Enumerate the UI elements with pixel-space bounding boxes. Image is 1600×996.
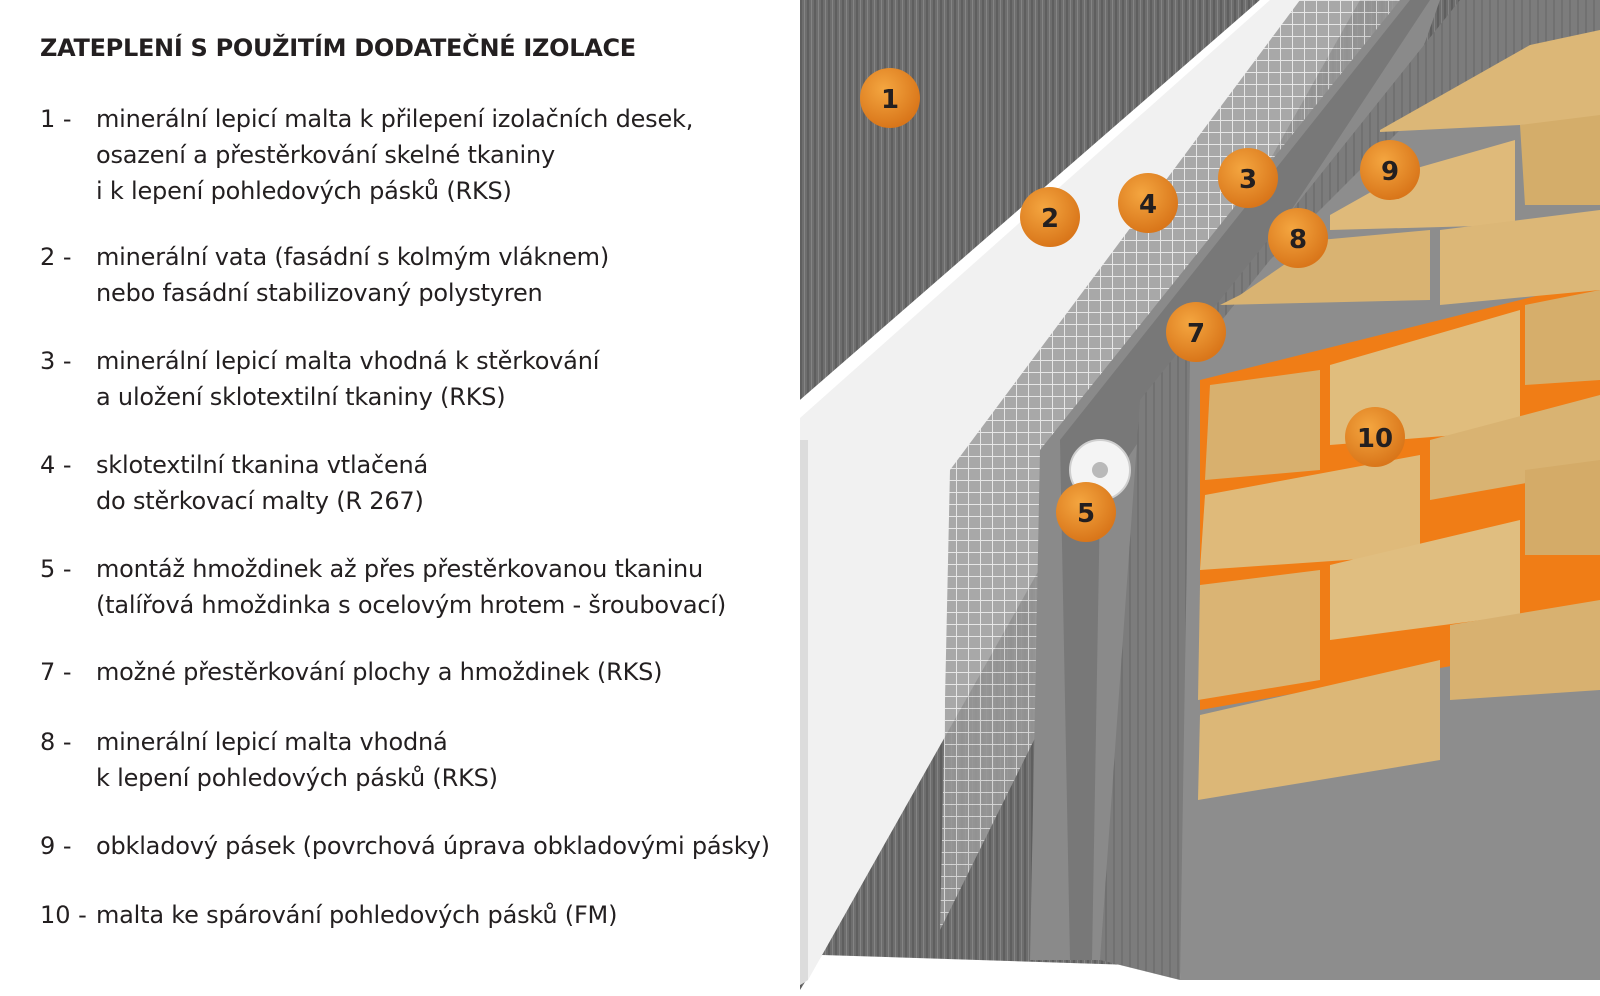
legend-number: 9 - bbox=[40, 832, 72, 860]
svg-text:10: 10 bbox=[1357, 424, 1393, 454]
legend-text: minerální lepicí malta vhodná bbox=[96, 728, 448, 756]
legend-text: (talířová hmoždinka s ocelovým hrotem - … bbox=[96, 591, 727, 619]
layer-9-brick-slips bbox=[1198, 30, 1600, 800]
svg-text:1: 1 bbox=[881, 85, 899, 115]
legend-text: a uložení sklotextilní tkaniny (RKS) bbox=[96, 383, 506, 411]
badge-4: 4 bbox=[1118, 173, 1178, 233]
legend-text: minerální lepicí malta k přilepení izola… bbox=[96, 105, 694, 133]
legend-panel: ZATEPLENÍ S POUŽITÍM DODATEČNÉ IZOLACE 1… bbox=[40, 34, 770, 929]
legend-number: 1 - bbox=[40, 105, 72, 133]
legend-text: malta ke spárování pohledových pásků (FM… bbox=[96, 901, 618, 929]
svg-text:4: 4 bbox=[1139, 190, 1157, 220]
legend-text: možné přestěrkování plochy a hmoždinek (… bbox=[96, 658, 663, 686]
badge-2: 2 bbox=[1020, 187, 1080, 247]
wall-layers-illustration: 1 2 3 4 5 7 8 9 10 bbox=[800, 0, 1600, 996]
legend-text: i k lepení pohledových pásků (RKS) bbox=[96, 177, 512, 205]
svg-text:3: 3 bbox=[1239, 165, 1257, 195]
legend-number: 2 - bbox=[40, 243, 72, 271]
legend-text: osazení a přestěrkování skelné tkaniny bbox=[96, 141, 556, 169]
legend-text: montáž hmoždinek až přes přestěrkovanou … bbox=[96, 555, 704, 583]
legend-number: 3 - bbox=[40, 347, 72, 375]
legend-number: 8 - bbox=[40, 728, 72, 756]
legend-text: minerální lepicí malta vhodná k stěrková… bbox=[96, 347, 600, 375]
badge-7: 7 bbox=[1166, 302, 1226, 362]
badge-5: 5 bbox=[1056, 482, 1116, 542]
legend-number: 5 - bbox=[40, 555, 72, 583]
badge-3: 3 bbox=[1218, 148, 1278, 208]
legend-text: minerální vata (fasádní s kolmým vláknem… bbox=[96, 243, 610, 271]
badge-1: 1 bbox=[860, 68, 920, 128]
legend-number: 4 - bbox=[40, 451, 72, 479]
badge-8: 8 bbox=[1268, 208, 1328, 268]
svg-text:2: 2 bbox=[1041, 204, 1059, 234]
legend-number: 10 - bbox=[40, 901, 87, 929]
legend-text: obkladový pásek (povrchová úprava obklad… bbox=[96, 832, 770, 860]
legend-text: sklotextilní tkanina vtlačená bbox=[96, 451, 429, 479]
legend-text: k lepení pohledových pásků (RKS) bbox=[96, 764, 498, 792]
legend-text: do stěrkovací malty (R 267) bbox=[96, 487, 424, 515]
svg-text:9: 9 bbox=[1381, 157, 1399, 187]
legend-text: nebo fasádní stabilizovaný polystyren bbox=[96, 279, 543, 307]
badge-10: 10 bbox=[1345, 407, 1405, 467]
svg-text:5: 5 bbox=[1077, 499, 1095, 529]
badge-9: 9 bbox=[1360, 140, 1420, 200]
svg-text:8: 8 bbox=[1289, 225, 1307, 255]
svg-text:7: 7 bbox=[1187, 319, 1205, 349]
page-title: ZATEPLENÍ S POUŽITÍM DODATEČNÉ IZOLACE bbox=[40, 34, 636, 62]
legend-number: 7 - bbox=[40, 658, 72, 686]
